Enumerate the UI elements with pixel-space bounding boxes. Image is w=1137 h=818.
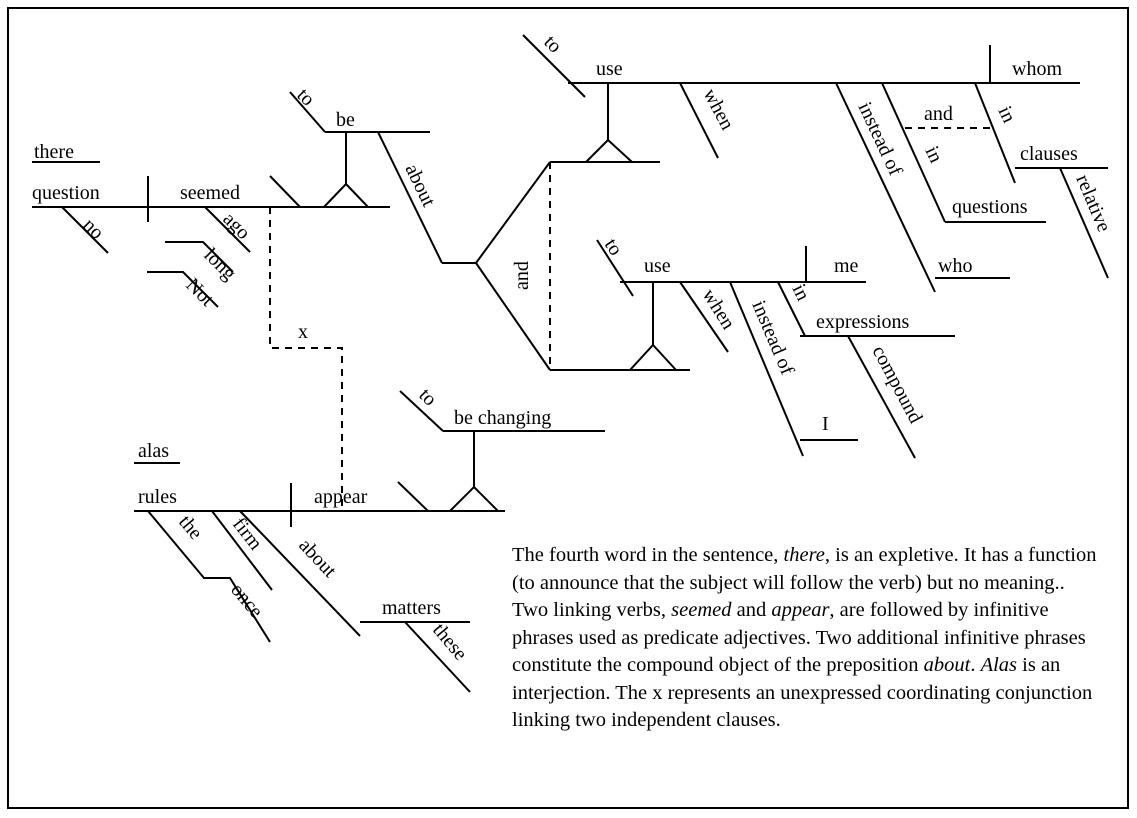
x-connector xyxy=(269,207,343,507)
word-when1: when xyxy=(699,85,739,134)
word-rules: rules xyxy=(138,486,177,508)
to1-line xyxy=(289,91,326,133)
fork-lower xyxy=(475,262,551,371)
word-in1: in xyxy=(920,143,947,166)
word-be: be xyxy=(336,109,355,131)
word-expressions: expressions xyxy=(816,311,910,333)
word-alas: alas xyxy=(138,440,169,462)
word-seemed: seemed xyxy=(180,182,240,204)
word-long: long xyxy=(199,244,240,285)
word-in3: in xyxy=(788,281,815,305)
pedestal-1 xyxy=(323,182,369,208)
word-there: there xyxy=(34,141,74,163)
no-modifier xyxy=(61,206,109,254)
in1-line xyxy=(881,82,946,223)
fork-upper xyxy=(475,161,551,264)
caption-em-about: about xyxy=(923,654,971,676)
word-i: I xyxy=(822,413,829,435)
relative-line xyxy=(1059,167,1109,279)
word-about1: about xyxy=(401,161,440,211)
word-clauses: clauses xyxy=(1020,143,1078,165)
ago-modifier xyxy=(204,206,251,253)
pedestal-3 xyxy=(629,343,677,371)
word-and1: and xyxy=(511,261,533,290)
caption-text-2: , is an expletive. It has a function (to… xyxy=(512,544,1097,621)
long-modifier xyxy=(165,241,234,273)
caption-em-there: there xyxy=(783,544,825,566)
word-to1: to xyxy=(292,84,319,111)
in2-line xyxy=(974,82,1016,184)
caption-em-appear: appear xyxy=(771,599,830,621)
word-ago: ago xyxy=(218,208,254,244)
pedestal-2 xyxy=(585,138,633,163)
word-instead-of1: instead of xyxy=(853,99,906,180)
the-line xyxy=(147,510,205,579)
word-once: once xyxy=(226,579,267,622)
word-compound: compound xyxy=(868,342,927,427)
caption-text-3: and xyxy=(731,599,772,621)
word-me: me xyxy=(834,255,859,277)
caption-em-seemed: seemed xyxy=(671,599,732,621)
caption-text-5: . xyxy=(970,654,981,676)
instead-of1-line xyxy=(835,82,936,293)
pedestal-4 xyxy=(449,485,499,512)
when1-line xyxy=(679,82,719,159)
word-the: the xyxy=(174,511,207,544)
to3-line xyxy=(596,239,634,297)
word-use2: use xyxy=(644,255,671,277)
upper-infinitive: to use whom when instead of who and in i… xyxy=(522,31,1115,293)
pred-adj-slash-2 xyxy=(397,481,429,512)
word-appear: appear xyxy=(314,486,368,508)
caption-em-alas: Alas xyxy=(980,654,1018,676)
word-be-changing: be changing xyxy=(454,407,551,429)
not-modifier xyxy=(147,271,219,308)
firm-line xyxy=(211,510,273,591)
about2-line xyxy=(239,510,361,637)
compound-line xyxy=(847,335,916,459)
word-whom: whom xyxy=(1012,58,1062,80)
when2-line xyxy=(679,281,729,353)
clause-one: there question seemed no ago long Not to… xyxy=(32,83,690,371)
word-matters: matters xyxy=(382,597,441,619)
caption-text-6: is an interjection. The x represents an … xyxy=(512,654,1093,731)
diagram-frame xyxy=(7,7,1129,809)
word-use1: use xyxy=(596,58,623,80)
word-to2: to xyxy=(539,31,566,58)
word-in2: in xyxy=(993,103,1020,126)
word-to3: to xyxy=(600,234,627,259)
in3-line xyxy=(777,281,806,337)
to4-line xyxy=(399,390,444,432)
word-these: these xyxy=(428,619,471,665)
word-who: who xyxy=(938,255,972,277)
word-relative: relative xyxy=(1071,171,1115,235)
once-line xyxy=(203,577,271,643)
word-not: Not xyxy=(181,274,218,311)
pred-adj-slash xyxy=(269,175,301,208)
caption-text-1: The fourth word in the sentence, xyxy=(512,544,784,566)
word-x: x xyxy=(298,321,308,343)
word-to4: to xyxy=(414,384,441,411)
word-question: question xyxy=(32,182,100,204)
word-when2: when xyxy=(698,285,740,333)
these-line xyxy=(404,621,471,693)
caption-text-4: , are followed by infinitive phrases use… xyxy=(512,599,1086,676)
to2-line xyxy=(522,34,586,98)
word-and2: and xyxy=(924,103,953,125)
word-questions: questions xyxy=(952,196,1028,218)
explanation-caption: The fourth word in the sentence, there, … xyxy=(512,542,1104,735)
about1-line xyxy=(377,131,443,264)
word-no: no xyxy=(78,214,108,244)
instead-of2-line xyxy=(729,281,804,457)
